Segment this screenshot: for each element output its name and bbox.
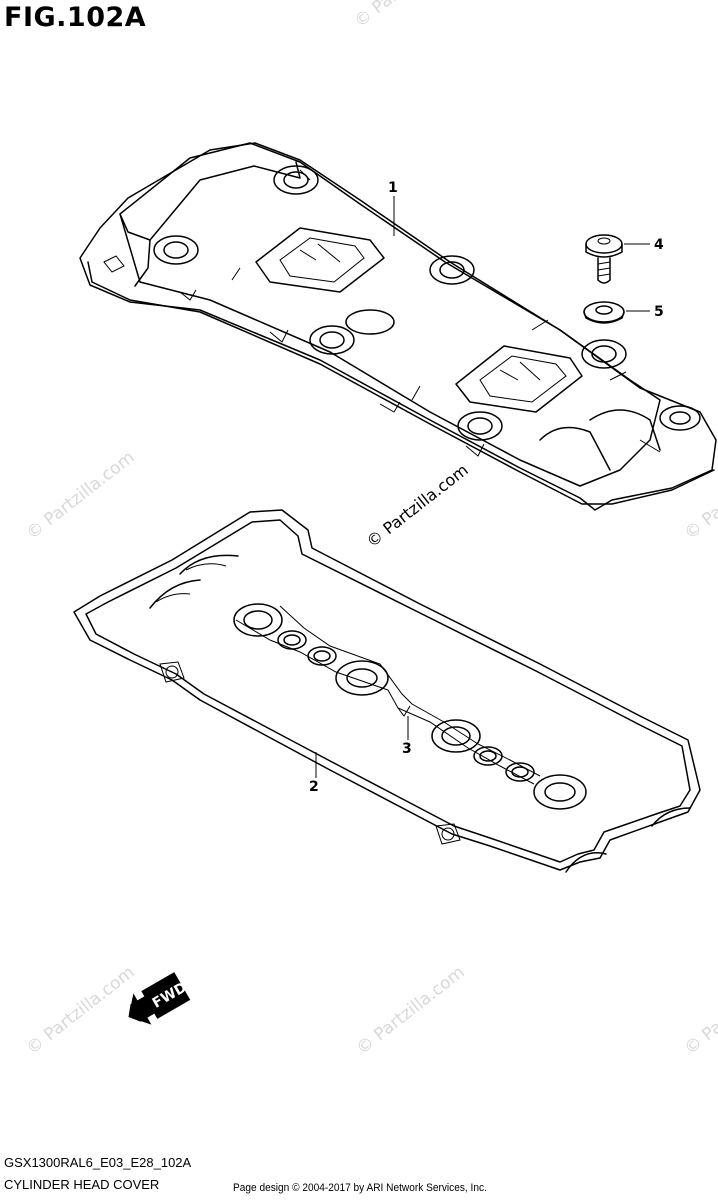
figure-title: FIG.102A	[4, 2, 147, 33]
watermark-text: © Partzilla.com	[23, 962, 139, 1059]
cover-gasket-part	[73, 509, 701, 873]
watermark-text: © Partzilla.com	[353, 962, 469, 1059]
watermark-center-text: © Partzilla.com	[363, 460, 472, 551]
model-code: GSX1300RAL6_E03_E28_102A	[4, 1155, 192, 1170]
washer-part	[583, 301, 625, 324]
callout-number-5: 5	[654, 304, 664, 320]
callout-number-1: 1	[388, 180, 398, 196]
callout-layer: 1 2 3 4 5	[309, 180, 664, 795]
watermark-text: © Partzilla.com	[23, 447, 139, 544]
plug-hole-gasket-part	[233, 603, 587, 810]
assembly-name: CYLINDER HEAD COVER	[4, 1177, 160, 1192]
copyright-text: Page design © 2004-2017 by ARI Network S…	[233, 1182, 487, 1194]
watermark-text: © Partzilla.com	[681, 962, 718, 1059]
callout-number-2: 2	[309, 779, 319, 795]
watermark-text: © Partzilla.com	[351, 0, 467, 32]
bolt-part	[585, 234, 623, 284]
cylinder-head-cover-part	[79, 142, 717, 511]
callout-number-4: 4	[654, 237, 664, 253]
callout-number-3: 3	[402, 741, 412, 757]
